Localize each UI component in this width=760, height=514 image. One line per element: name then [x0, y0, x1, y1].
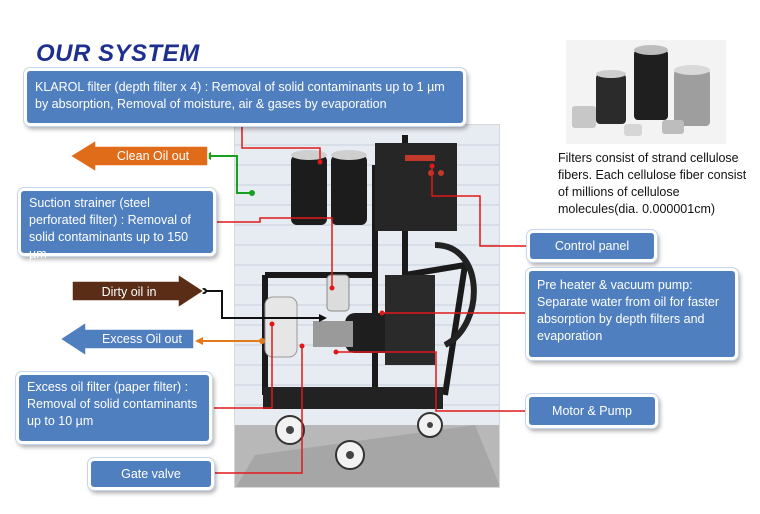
klarol-filter-label: KLAROL filter (depth filter x 4) : Remov… [24, 68, 466, 126]
excess-oil-label: Excess Oil out [102, 332, 182, 346]
motor-pump-label: Motor & Pump [526, 394, 658, 428]
page-title: OUR SYSTEM [36, 40, 200, 67]
filtration-machine-photo [234, 124, 500, 488]
preheater-vacuum-pump-label: Pre heater & vacuum pump: Separate water… [526, 268, 738, 360]
cellulose-filter-photo [566, 40, 726, 144]
control-panel-label: Control panel [527, 230, 657, 262]
dirty-oil-arrow [72, 274, 206, 308]
clean-oil-arrow [70, 140, 209, 172]
gate-valve-label: Gate valve [88, 458, 214, 490]
dirty-oil-label: Dirty oil in [101, 285, 157, 299]
filter-caption: Filters consist of strand cellulose fibe… [558, 151, 747, 216]
suction-strainer-label: Suction strainer (steel perforated filte… [18, 188, 216, 261]
excess-oil-arrow [60, 322, 195, 356]
clean-oil-label: Clean Oil out [116, 149, 190, 163]
excess-oil-filter-label: Excess oil filter (paper filter) : Remov… [16, 372, 212, 444]
